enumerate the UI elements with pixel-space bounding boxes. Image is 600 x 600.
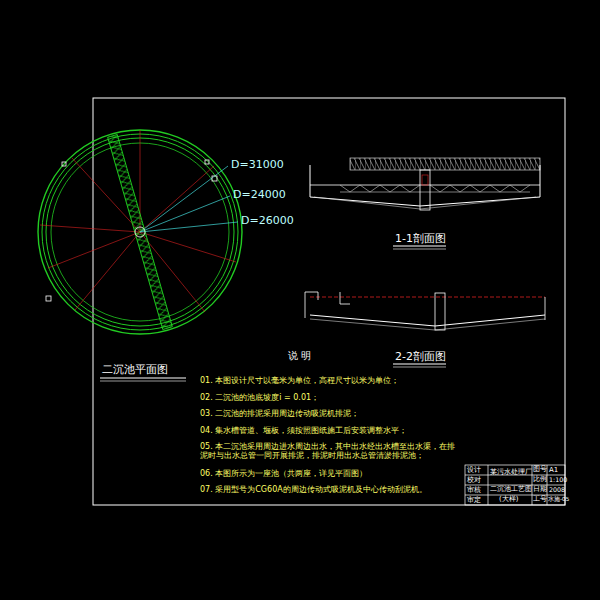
dimension-label: D=31000 xyxy=(231,159,284,172)
note-text: 07. 采用型号为CG60A的周边传动式吸泥机及中心传动刮泥机。 xyxy=(200,485,427,494)
title-block-cell: (大样) xyxy=(499,495,518,503)
title-block-cell: 审核 xyxy=(467,486,481,494)
title-block-cell: 设计 xyxy=(467,466,481,474)
section-2-2 xyxy=(305,292,545,330)
title-block-cell: 某污水处理厂 xyxy=(490,469,532,477)
title-block-cell: 工号 xyxy=(533,496,547,503)
view-title: 2-2剖面图 xyxy=(395,351,446,364)
title-block-cell: 审定 xyxy=(467,496,481,504)
title-block-cell: 1:100 xyxy=(549,476,567,483)
note-text: 04. 集水槽管道、堰板，须按照图纸施工后安装调整水平； xyxy=(200,426,407,435)
dimension-label: D=24000 xyxy=(233,189,286,202)
note-text: 05. 本二沉池采用周边进水周边出水，其中出水经出水槽至出水渠，在排泥时与出水总… xyxy=(200,442,458,460)
title-block-cell: A1 xyxy=(549,466,558,474)
title-block-cell: 校对 xyxy=(467,476,481,484)
title-block-cell: 水施-05 xyxy=(548,496,569,503)
view-title: 二沉池平面图 xyxy=(102,364,168,377)
note-text: 03. 二沉池的排泥采用周边传动吸泥机排泥； xyxy=(200,409,359,418)
title-block-cell: 图号 xyxy=(533,466,547,473)
title-block-cell: 比例 xyxy=(533,476,547,483)
note-text: 06. 本图所示为一座池（共两座，详见平面图） xyxy=(200,469,367,478)
title-block-cell: 日期 xyxy=(533,486,547,493)
note-text: 02. 二沉池的池底坡度i = 0.01； xyxy=(200,393,319,402)
clarifier-plan xyxy=(38,130,242,334)
notes-heading: 说 明 xyxy=(288,350,311,362)
note-text: 01. 本图设计尺寸以毫米为单位，高程尺寸以米为单位； xyxy=(200,376,399,385)
title-block-cell: 2008 xyxy=(549,486,565,493)
dimension-label: D=26000 xyxy=(241,215,294,228)
section-1-1 xyxy=(310,158,540,210)
view-title: 1-1剖面图 xyxy=(395,233,446,246)
title-block-cell: 二沉池工艺图 xyxy=(490,486,532,494)
